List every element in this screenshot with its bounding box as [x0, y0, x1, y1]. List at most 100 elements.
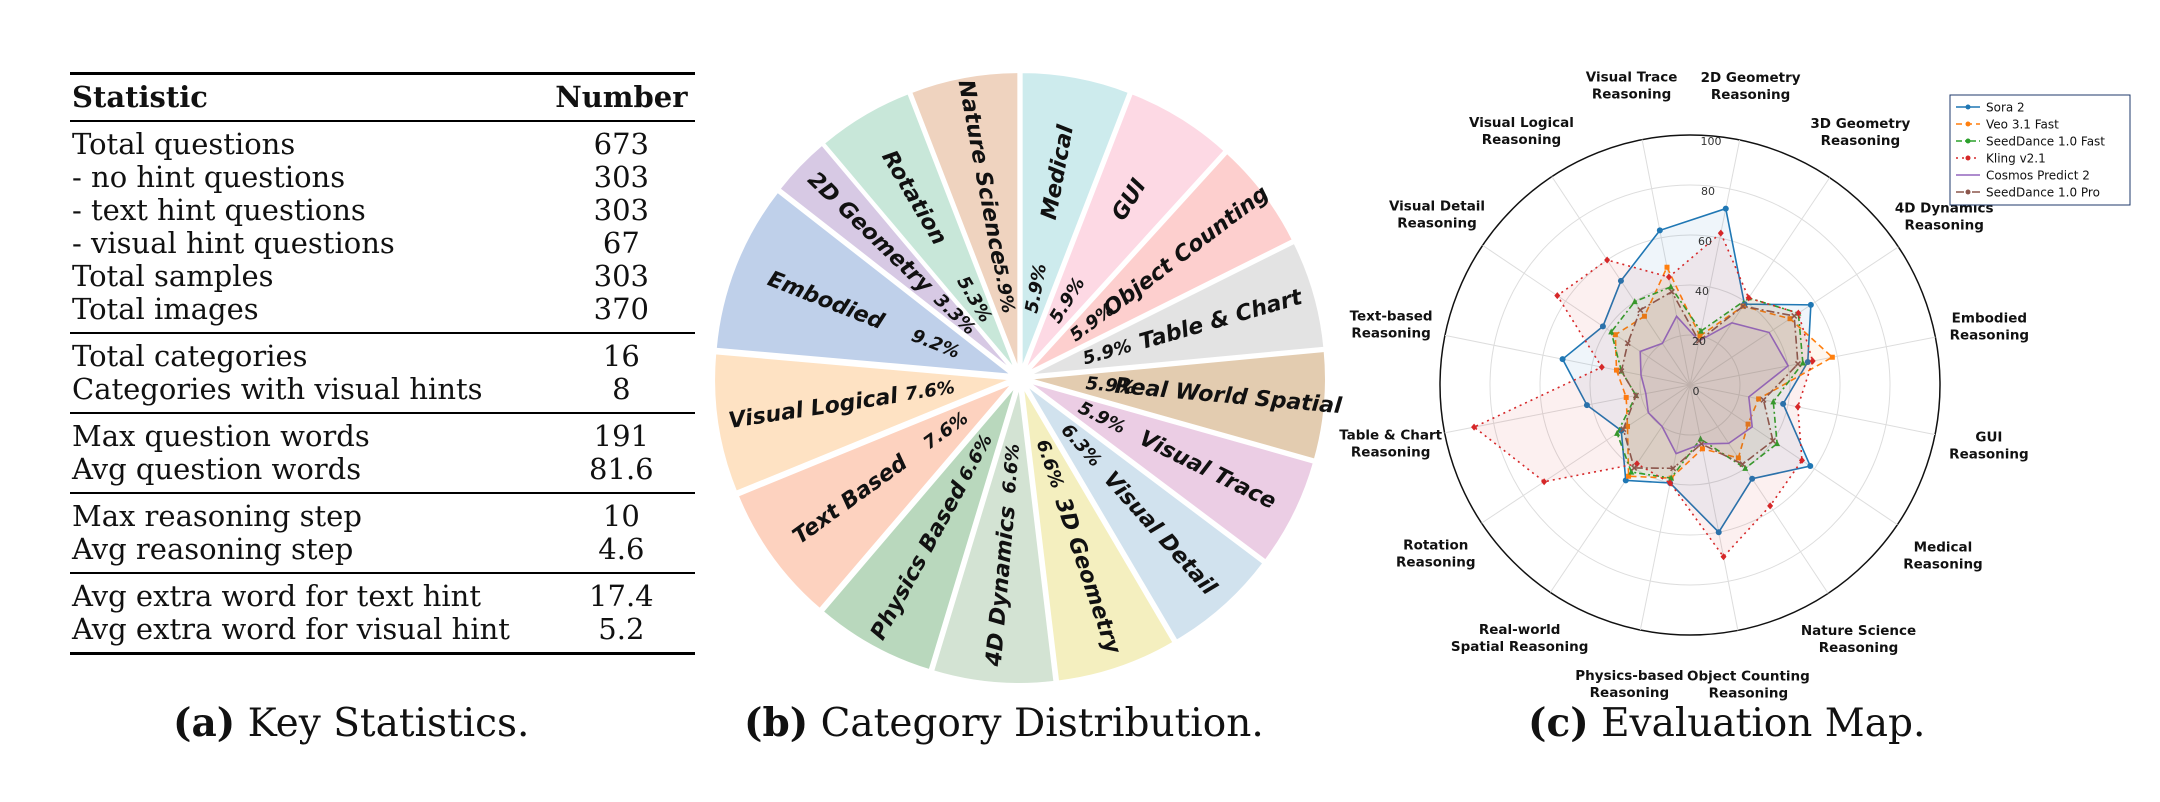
statistic-value: 10 — [602, 499, 640, 533]
pie-slice — [778, 143, 1015, 373]
legend-entry: SeedDance 1.0 Fast — [1986, 135, 2105, 149]
statistic-label: Avg reasoning step — [72, 532, 354, 566]
radar-axis-label: 2D Geometry — [1701, 70, 1801, 86]
radar-point — [1617, 277, 1624, 284]
statistic-value: 303 — [593, 259, 650, 293]
radar-point — [1559, 356, 1566, 363]
statistic-label: - visual hint questions — [72, 226, 395, 260]
caption-evaluation-map: (c) Evaluation Map. — [1528, 700, 1925, 746]
radar-axis-label: Visual Trace — [1586, 70, 1678, 86]
statistic-label: Max question words — [72, 419, 370, 453]
radar-point — [1637, 306, 1644, 314]
radar-axis-label: Physics-based — [1575, 668, 1683, 684]
table-row: Avg question words 81.6 — [70, 453, 695, 493]
radar-axis-label: Text-based — [1350, 308, 1433, 324]
radar-point — [1624, 340, 1631, 347]
caption-a-text: Key Statistics. — [247, 701, 530, 746]
radar-series-fill — [1562, 208, 1811, 533]
pie-slice — [1026, 151, 1295, 374]
radar-point — [1767, 502, 1774, 510]
radar-spoke — [1689, 139, 1741, 386]
statistic-label: Avg question words — [72, 452, 362, 486]
radar-point — [1807, 301, 1814, 308]
caption-c-text: Evaluation Map. — [1601, 701, 1926, 746]
radar-axis-label: Reasoning — [1711, 87, 1790, 103]
radar-axis-label: Reasoning — [1709, 685, 1788, 701]
statistic-value: 17.4 — [589, 579, 654, 613]
pie-slice — [1025, 383, 1265, 643]
statistic-value: 8 — [612, 372, 631, 406]
pie-slice-percent: 6.6% — [999, 443, 1024, 495]
radar-point — [1598, 363, 1605, 371]
statistic-label: - no hint questions — [72, 160, 346, 194]
radar-point — [1624, 423, 1630, 429]
radar-point — [1620, 426, 1627, 433]
radar-series-line — [1639, 314, 1790, 455]
radar-spoke — [1689, 384, 1936, 436]
statistic-label: Total categories — [72, 339, 308, 373]
radar-point — [1715, 529, 1722, 536]
radar-point — [1774, 440, 1781, 447]
radar-point — [1807, 462, 1814, 469]
legend-marker — [1965, 138, 1971, 144]
statistic-value: 4.6 — [598, 532, 645, 566]
radar-point — [1795, 309, 1802, 317]
pie-slice — [1023, 92, 1227, 372]
radar-axis-label: Real-world — [1479, 622, 1561, 638]
radar-axis-label: Reasoning — [1351, 444, 1430, 460]
radar-point — [1665, 273, 1672, 281]
statistic-value: 5.2 — [598, 612, 645, 646]
radar-point — [1613, 367, 1619, 373]
radar-point — [1670, 465, 1677, 472]
radar-spoke — [1689, 384, 1739, 631]
radar-axis-label: Table & Chart — [1339, 427, 1442, 443]
radar-axis-label: Reasoning — [1592, 87, 1671, 103]
radar-point — [1794, 403, 1801, 411]
radar-series-fill — [1621, 291, 1798, 469]
radar-point — [1787, 316, 1793, 322]
legend-marker — [1965, 189, 1971, 195]
radar-point — [1697, 327, 1704, 334]
radar-axis-label: Reasoning — [1482, 132, 1561, 148]
radar-point — [1583, 402, 1590, 409]
radar-tick-label: 20 — [1692, 335, 1706, 348]
radar-point — [1622, 477, 1629, 484]
radar-point — [1697, 435, 1704, 442]
radar-point — [1626, 473, 1632, 479]
caption-b-tag: (b) — [744, 700, 809, 746]
header-number: Number — [555, 80, 688, 114]
radar-point — [1722, 205, 1729, 212]
radar-axis-label: Visual Detail — [1389, 199, 1485, 215]
radar-point — [1631, 464, 1638, 471]
radar-point — [1695, 337, 1702, 344]
radar-axis-label: Reasoning — [1397, 216, 1476, 232]
radar-spoke — [1481, 384, 1691, 524]
radar-grid-ring — [1539, 234, 1841, 536]
radar-point — [1632, 392, 1640, 399]
radar-point — [1760, 396, 1767, 403]
radar-axis-label: Reasoning — [1821, 133, 1900, 149]
radar-point — [1699, 446, 1705, 452]
statistic-label: Avg extra word for text hint — [72, 579, 482, 613]
caption-category-distribution: (b) Category Distribution. — [744, 700, 1264, 746]
caption-key-statistics: (a) Key Statistics. — [173, 700, 529, 746]
radar-point — [1740, 303, 1747, 310]
radar-grid-ring — [1489, 184, 1891, 586]
radar-tick-label: 80 — [1701, 185, 1715, 198]
radar-point — [1656, 227, 1663, 234]
statistic-value: 81.6 — [589, 452, 654, 486]
radar-point — [1641, 313, 1647, 319]
legend-entry: Cosmos Predict 2 — [1986, 169, 2090, 183]
radar-grid-ring — [1639, 334, 1741, 436]
radar-point — [1739, 461, 1746, 468]
radar-point — [1804, 359, 1811, 366]
radar-point — [1697, 333, 1703, 339]
